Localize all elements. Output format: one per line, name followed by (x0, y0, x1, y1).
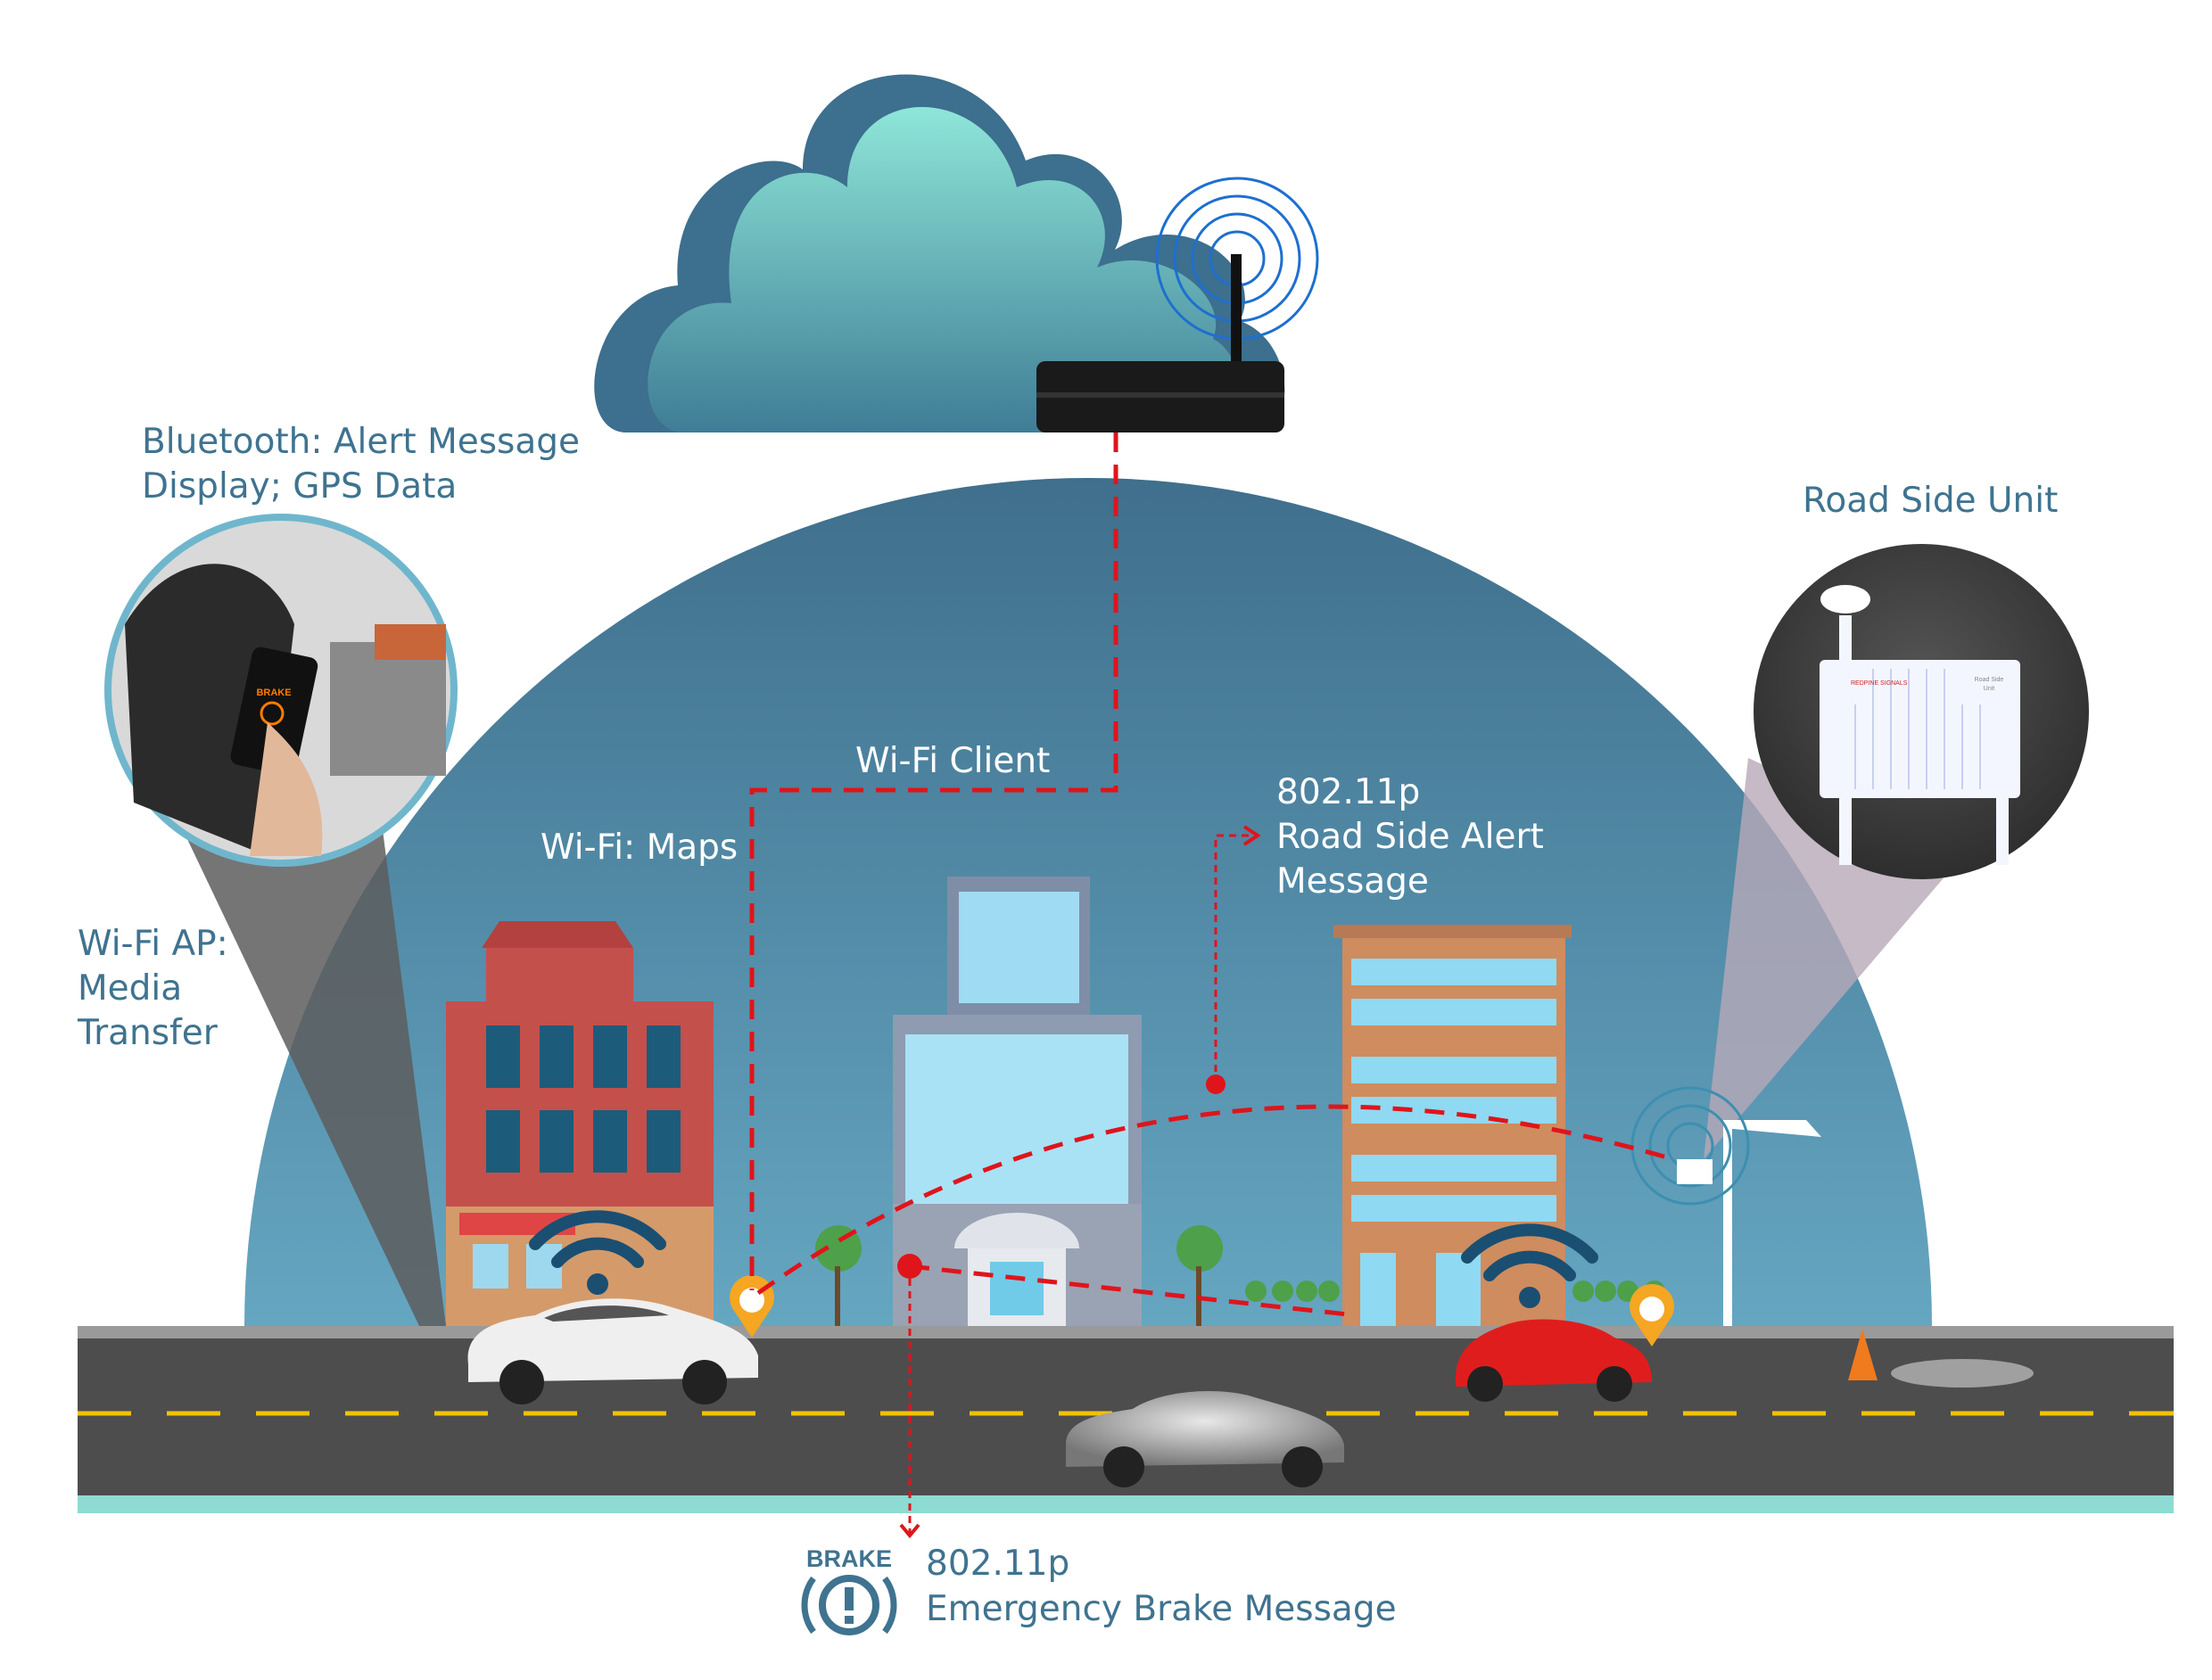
communication-links (749, 432, 1674, 1534)
wifi-icon-left (529, 1210, 666, 1268)
rsu-brand: REDPINE SIGNALS (1851, 680, 1908, 687)
rsu-label-2: Unit (1984, 686, 1995, 692)
road-edge (78, 1495, 2174, 1513)
label-wifi-client: Wi-Fi Client (855, 741, 1050, 781)
label-rsa-1: 802.11p (1276, 772, 1420, 812)
cloud (594, 74, 1285, 432)
callout-cone-left (178, 767, 446, 1326)
signal-node (897, 1254, 922, 1279)
white-car (467, 1298, 758, 1404)
rsu-label-1: Road Side (1975, 677, 2004, 683)
phone-brake-text: BRAKE (256, 688, 291, 698)
label-ebm-2: Emergency Brake Message (926, 1589, 1397, 1629)
silver-car (1066, 1391, 1344, 1487)
label-wifi-ap-1: Wi-Fi AP: (78, 924, 228, 964)
arrow-icon (1242, 825, 1261, 846)
pothole (1891, 1359, 2034, 1388)
label-rsa-2: Road Side Alert (1276, 817, 1544, 857)
arrow-icon (899, 1523, 920, 1539)
label-ebm-1: 802.11p (926, 1544, 1069, 1584)
wifi-icon-right (1461, 1223, 1598, 1281)
red-car (1456, 1319, 1652, 1402)
wifi-router-icon (1036, 177, 1319, 432)
label-rsa-3: Message (1276, 861, 1429, 902)
label-wifi-ap-2: Media (78, 968, 182, 1009)
roadside-unit-pole-icon (1630, 1086, 1821, 1326)
brake-warning-icon: BRAKE (801, 1545, 897, 1635)
brake-icon-text: BRAKE (806, 1545, 892, 1572)
label-bluetooth-1: Bluetooth: Alert Message (142, 422, 580, 462)
label-wifi-ap-3: Transfer (77, 1013, 219, 1053)
phone-in-car-photo: BRAKE (104, 514, 458, 867)
road-side-unit-photo: REDPINE SIGNALS Road Side Unit (1754, 544, 2089, 879)
signal-node (1206, 1075, 1226, 1094)
traffic-cone-icon (1848, 1329, 1878, 1380)
label-bluetooth-2: Display; GPS Data (142, 466, 457, 506)
location-pin-icon (1630, 1283, 1675, 1346)
office-tower (893, 877, 1142, 1326)
label-road-side-unit: Road Side Unit (1803, 481, 2058, 521)
label-wifi-maps: Wi-Fi: Maps (541, 828, 738, 868)
curb (78, 1326, 2174, 1338)
